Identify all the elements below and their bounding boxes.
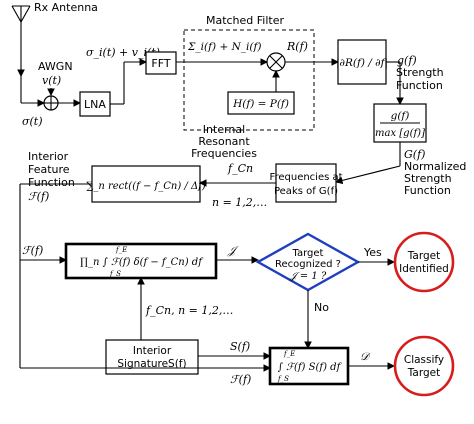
multiplier-icon	[266, 52, 286, 72]
interior-signature-line-1: Interior	[133, 345, 172, 357]
rx-antenna-label: Rx Antenna	[34, 1, 98, 14]
no-label: No	[314, 301, 329, 314]
r-f-label: R(f)	[286, 40, 308, 53]
product-integral-formula: ∏_n ∫ ℱ(f) δ(f − f_Cn) df	[80, 257, 204, 268]
normalize-numerator: g(f)	[391, 110, 410, 122]
signature-integral-formula: ∫ ℱ(f) S(f) df	[278, 362, 343, 373]
lna-label: LNA	[84, 98, 106, 111]
sum-rect-box	[91, 165, 201, 203]
lna-box	[79, 91, 111, 117]
g-f-label: g(f)	[397, 54, 417, 67]
product-integral-box	[64, 242, 218, 280]
feature-function-symbol: ℱ(f)	[28, 190, 49, 203]
fcn-list-label: f_Cn, n = 1,2,…	[145, 304, 233, 317]
strength-function-line-2: Function	[396, 79, 443, 92]
G-f-label: G(f)	[404, 148, 425, 161]
internal-resonant-line-1: Internal	[203, 123, 245, 136]
n-index-label: n = 1,2,…	[212, 196, 267, 209]
fft-box	[145, 51, 177, 75]
s-f-label: S(f)	[230, 340, 250, 353]
derivative-box	[337, 39, 387, 85]
sum-rect-formula: ∑_n rect((f − f_Cn) / Δf)	[86, 181, 206, 192]
j-label: 𝒥	[227, 244, 240, 257]
interior-signature-line-2: SignatureS(f)	[117, 358, 186, 370]
normalize-denominator: max [g(f)]	[375, 128, 425, 139]
yes-label: Yes	[363, 246, 382, 259]
normalized-strength-line-2: Strength	[404, 172, 452, 185]
filter-response-label: H(f) = P(f)	[232, 98, 289, 110]
matched-filter-region	[183, 29, 315, 131]
product-integral-lower-limit: f_S	[109, 270, 121, 278]
spectrum-sum-label: Σ_i(f) + N_i(f)	[187, 41, 261, 53]
frequency-peaks-line-1: Frequencies at	[269, 172, 342, 183]
d-label: 𝒟	[360, 350, 371, 363]
decision-line-1: Target	[292, 248, 324, 259]
target-identified-line-2: Identified	[399, 263, 449, 275]
filter-response-box	[227, 91, 295, 115]
signature-integral-lower-limit: f_S	[277, 375, 289, 383]
sigma-t-label: σ(t)	[22, 115, 43, 128]
normalized-strength-line-1: Normalized	[404, 160, 466, 173]
decision-line-2: Recognized ?	[275, 259, 341, 270]
adder-icon	[43, 95, 59, 111]
feature-function-bottom-input: ℱ(f)	[230, 373, 251, 386]
fcn-label: f_Cn	[227, 162, 253, 175]
derivative-label: |∂R(f) / ∂f|	[336, 57, 388, 70]
classify-target-line-1: Classify	[404, 354, 444, 366]
interior-feature-line-3: Function	[28, 176, 75, 189]
interior-feature-line-1: Interior	[28, 150, 69, 163]
classify-target-line-2: Target	[407, 367, 440, 379]
awgn-noise-label: v(t)	[42, 74, 61, 87]
antenna-icon	[11, 5, 31, 23]
product-integral-upper-limit: f_E	[115, 246, 127, 254]
matched-filter-title: Matched Filter	[206, 14, 285, 27]
target-identified-circle	[393, 231, 455, 293]
frequency-peaks-box	[275, 163, 337, 203]
internal-resonant-line-3: Frequencies	[191, 147, 257, 160]
normalized-strength-line-3: Function	[404, 184, 451, 197]
signature-integral-upper-limit: f_E	[283, 350, 295, 358]
awgn-label: AWGN	[38, 60, 73, 73]
internal-resonant-line-2: Resonant	[198, 135, 250, 148]
decision-line-3: 𝒥 = 1 ?	[289, 271, 327, 282]
signature-integral-box	[268, 346, 350, 386]
target-identified-line-1: Target	[407, 250, 440, 262]
classify-target-circle	[393, 335, 455, 397]
frequency-peaks-line-2: Peaks of G(f)	[274, 186, 338, 197]
strength-function-line-1: Strength	[396, 66, 444, 79]
fft-label: FFT	[151, 57, 170, 70]
feature-function-product-input: ℱ(f)	[22, 244, 43, 257]
interior-feature-line-2: Feature	[28, 163, 70, 176]
received-signal-label: σ_i(t) + v_i(t)	[86, 46, 160, 59]
